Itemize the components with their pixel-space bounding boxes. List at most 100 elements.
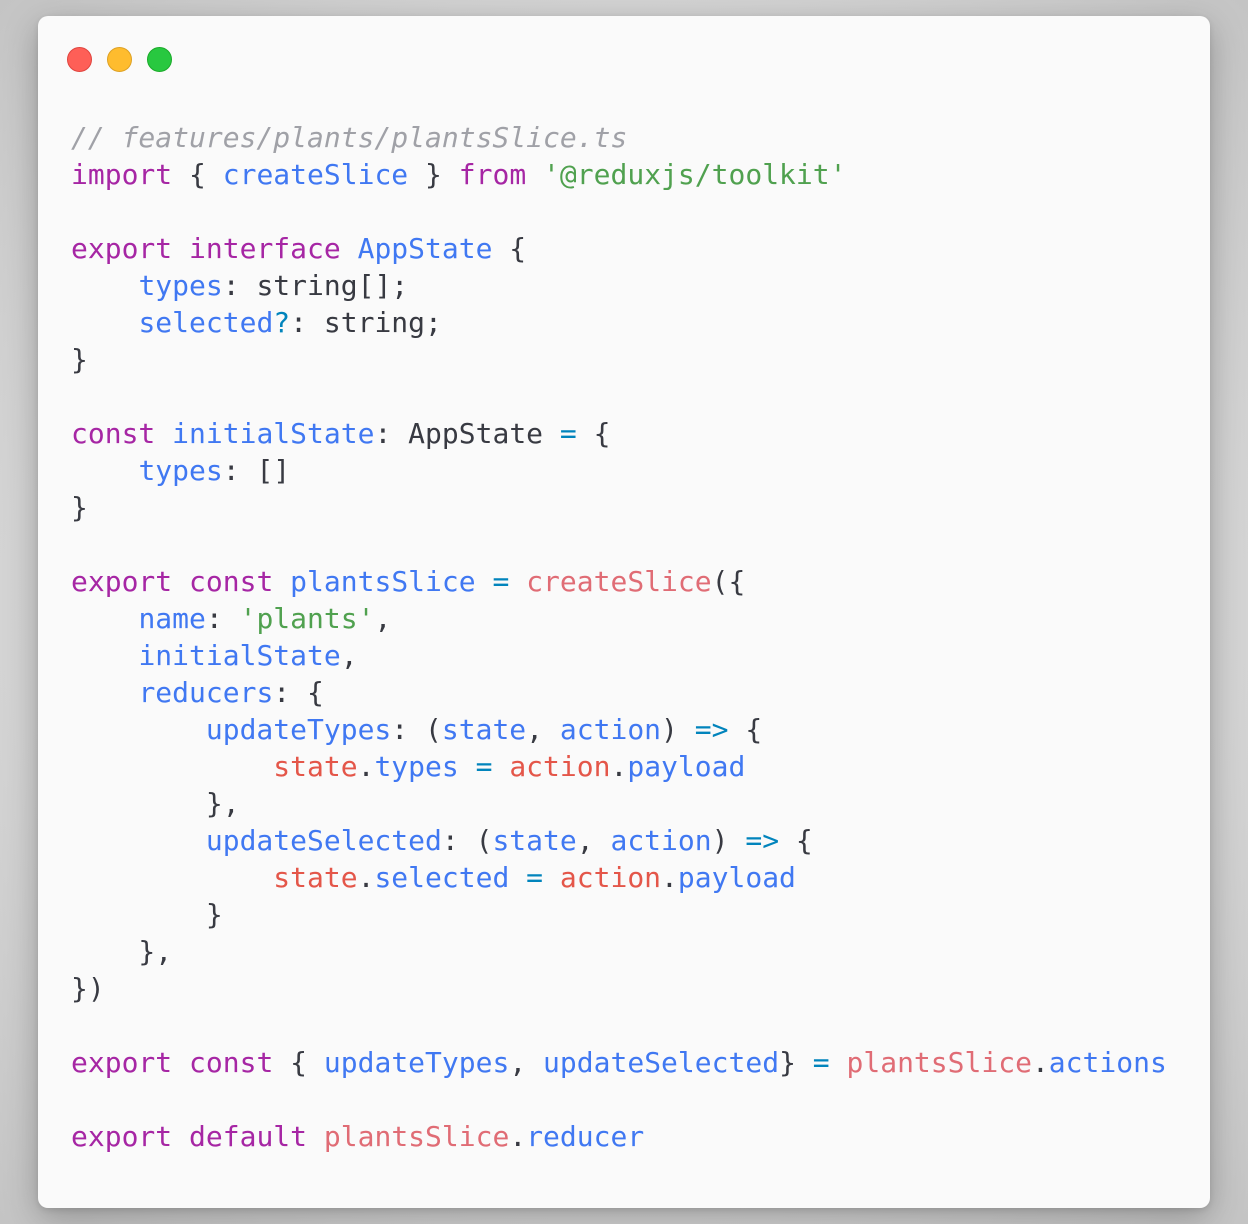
- code-token-punct: {: [728, 713, 763, 746]
- code-token-punct: [172, 1046, 189, 1079]
- code-token-punct: [509, 565, 526, 598]
- code-line: },: [71, 933, 1167, 970]
- code-token-punct: [71, 676, 138, 709]
- code-token-punct: }: [71, 491, 88, 524]
- code-token-op: =: [526, 861, 544, 894]
- code-token-keyword: from: [458, 158, 527, 191]
- code-token-ident: selected: [138, 306, 274, 339]
- code-token-op: =>: [694, 713, 729, 746]
- code-token-punct: ,: [340, 639, 358, 672]
- code-token-punct: ,: [509, 1046, 544, 1079]
- code-token-ident: name: [138, 602, 206, 635]
- code-token-punct: [526, 158, 543, 191]
- code-token-obj: createSlice: [526, 565, 712, 598]
- code-token-punct: .: [509, 1120, 527, 1153]
- code-line: [71, 1081, 1167, 1118]
- code-line: [71, 378, 1167, 415]
- code-token-punct: }: [71, 343, 88, 376]
- code-line: }: [71, 489, 1167, 526]
- code-token-punct: : AppState: [374, 417, 560, 450]
- code-token-punct: [172, 232, 189, 265]
- code-token-punct: .: [357, 861, 375, 894]
- code-token-ident: types: [138, 269, 223, 302]
- code-line: name: 'plants',: [71, 600, 1167, 637]
- code-line: initialState,: [71, 637, 1167, 674]
- code-token-punct: :: [205, 602, 240, 635]
- code-token-punct: }: [408, 158, 459, 191]
- code-token-comment: // features/plants/plantsSlice.ts: [71, 121, 628, 154]
- code-token-punct: [459, 750, 476, 783]
- code-token-punct: : (: [391, 713, 442, 746]
- code-token-punct: : (: [441, 824, 493, 857]
- traffic-lights: [67, 46, 172, 72]
- code-token-punct: ,: [374, 602, 392, 635]
- code-token-keyword: interface: [189, 232, 341, 265]
- code-token-op: =: [559, 417, 577, 450]
- code-token-ident: selected: [374, 861, 510, 894]
- code-token-ident: createSlice: [222, 158, 409, 191]
- code-token-punct: [341, 232, 358, 265]
- code-token-punct: : string;: [290, 306, 442, 339]
- zoom-window-button[interactable]: [147, 46, 172, 72]
- code-token-punct: : []: [222, 454, 291, 487]
- code-token-punct: {: [273, 1046, 324, 1079]
- code-token-ident: initialState: [138, 639, 341, 672]
- code-line: }: [71, 896, 1167, 933]
- code-line: state.types = action.payload: [71, 748, 1167, 785]
- code-line: }: [71, 341, 1167, 378]
- code-token-punct: [71, 824, 206, 857]
- code-token-var: action: [559, 861, 662, 894]
- code-line: export default plantsSlice.reducer: [71, 1118, 1167, 1155]
- code-token-punct: },: [71, 787, 240, 820]
- code-line: selected?: string;: [71, 304, 1167, 341]
- code-token-op: =: [812, 1046, 830, 1079]
- code-token-punct: [71, 861, 273, 894]
- code-token-ident: state: [492, 824, 577, 857]
- code-line: },: [71, 785, 1167, 822]
- code-token-ident: reducers: [138, 676, 274, 709]
- code-token-ident: initialState: [172, 417, 375, 450]
- code-token-punct: }: [779, 1046, 813, 1079]
- code-token-punct: [172, 565, 189, 598]
- code-token-ident: actions: [1048, 1046, 1167, 1079]
- code-token-punct: }: [71, 898, 223, 931]
- code-token-keyword: default: [189, 1120, 308, 1153]
- code-token-punct: [492, 750, 509, 783]
- code-token-keyword: export: [71, 1120, 173, 1153]
- code-token-punct: [71, 269, 138, 302]
- code-token-ident: updateTypes: [205, 713, 392, 746]
- code-token-ident: payload: [677, 861, 796, 894]
- code-token-punct: [509, 861, 526, 894]
- code-token-punct: : string[];: [222, 269, 409, 302]
- code-token-punct: : {: [273, 676, 324, 709]
- code-token-punct: .: [610, 750, 628, 783]
- code-token-keyword: const: [189, 565, 274, 598]
- code-token-ident: payload: [627, 750, 746, 783]
- code-token-punct: [476, 565, 493, 598]
- code-token-ident: types: [138, 454, 223, 487]
- minimize-window-button[interactable]: [107, 46, 132, 72]
- code-token-punct: {: [576, 417, 611, 450]
- code-token-var: state: [273, 861, 358, 894]
- code-token-punct: ): [661, 713, 695, 746]
- code-token-punct: ,: [576, 824, 611, 857]
- code-token-ident: updateTypes: [323, 1046, 510, 1079]
- code-token-punct: [543, 861, 560, 894]
- code-line: updateSelected: (state, action) => {: [71, 822, 1167, 859]
- code-token-op: ?: [273, 306, 291, 339]
- code-line: types: []: [71, 452, 1167, 489]
- code-token-punct: [71, 750, 273, 783]
- code-line: export const plantsSlice = createSlice({: [71, 563, 1167, 600]
- code-line: import { createSlice } from '@reduxjs/to…: [71, 156, 1167, 193]
- code-line: types: string[];: [71, 267, 1167, 304]
- code-token-string: 'plants': [239, 602, 375, 635]
- code-token-punct: [71, 454, 138, 487]
- code-token-obj: plantsSlice: [323, 1120, 510, 1153]
- close-window-button[interactable]: [67, 46, 92, 72]
- code-token-ident: state: [441, 713, 527, 746]
- code-token-punct: [71, 713, 206, 746]
- code-line: export const { updateTypes, updateSelect…: [71, 1044, 1167, 1081]
- code-line: [71, 1007, 1167, 1044]
- code-token-keyword: export: [71, 1046, 173, 1079]
